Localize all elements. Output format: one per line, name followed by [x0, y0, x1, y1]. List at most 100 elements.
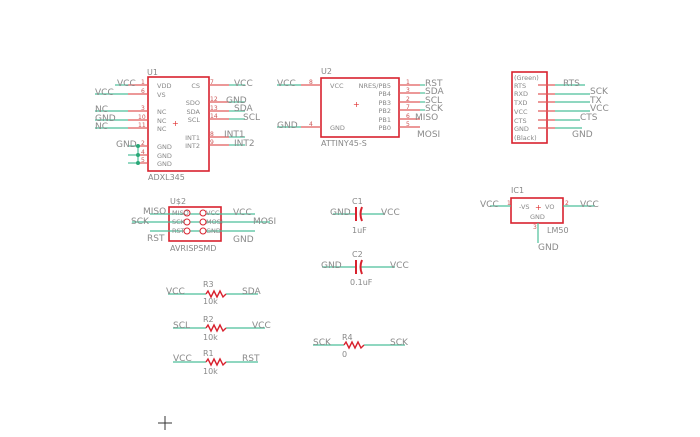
part-name: R1 — [203, 349, 214, 358]
resistor-r2[interactable]: R2 10k SCL VCC — [173, 315, 271, 342]
pin-name: VDD — [157, 82, 171, 90]
pin-number: 12 — [210, 96, 218, 103]
net-label: VCC — [252, 321, 271, 331]
net-label: RST — [242, 354, 260, 364]
header-pad-icons — [183, 209, 207, 235]
pin-number: 10 — [138, 114, 146, 121]
origin-mark-icon: + — [535, 203, 542, 212]
avrisp-header-part[interactable]: U$2 AVRISPSMD MISO SCK RST VCC MOSI GND … — [131, 197, 276, 253]
pin-name: CS — [191, 82, 200, 90]
net-label: SDA — [425, 87, 444, 97]
pin-number: 1 — [507, 200, 511, 207]
pin-number: 8 — [309, 79, 313, 86]
pin-name: MISO — [172, 209, 189, 217]
part-value: ATTINY45-S — [321, 139, 367, 148]
net-label: VCC — [480, 200, 499, 210]
ftdi-header-part[interactable]: (Green) (Black) RTS RXD TXD VCC CTS GND … — [511, 71, 609, 144]
part-name: R4 — [342, 333, 353, 342]
pin-number: 3 — [533, 224, 537, 231]
capacitor-c2[interactable]: C2 0.1uF GND VCC — [321, 250, 409, 287]
pin-name: NRES/PB5 — [359, 82, 391, 90]
pin-name: GND — [530, 213, 545, 221]
pin-name: NC — [157, 125, 167, 133]
pin-number: 4 — [309, 121, 313, 128]
pin-name: NC — [157, 108, 167, 116]
net-label: MOSI — [253, 217, 276, 227]
net-label: VCC — [117, 79, 136, 89]
pin-name: GND — [514, 125, 529, 133]
net-label: VCC — [580, 200, 599, 210]
net-label: INT2 — [234, 139, 255, 149]
net-label: GND — [538, 243, 559, 253]
net-label: SCL — [173, 321, 190, 331]
part-name: C1 — [352, 197, 363, 206]
part-value: 10k — [203, 367, 218, 376]
net-label: SCK — [590, 87, 609, 97]
part-name: C2 — [352, 250, 363, 259]
pin-number: 8 — [210, 131, 214, 138]
part-value: 0 — [342, 350, 347, 359]
net-label: GND — [277, 121, 298, 131]
resistor-r3[interactable]: R3 10k VCC SDA — [166, 280, 261, 306]
net-label: GND — [321, 261, 342, 271]
part-value: AVRISPSMD — [170, 244, 216, 253]
pin-number: 3 — [141, 105, 145, 112]
attiny45-part[interactable]: U2 ATTINY45-S 8 4 VCC GND VCC GND NRES/P… — [277, 67, 444, 148]
part-name: IC1 — [511, 186, 524, 195]
lm50-part[interactable]: IC1 LM50 -VS + VO GND 1 2 3 VCC VCC GND — [480, 186, 599, 253]
pin-name: RTS — [514, 82, 526, 90]
net-label: VCC — [95, 88, 114, 98]
net-label: GND — [572, 130, 593, 140]
net-label: SCK — [390, 338, 409, 348]
pin-name: INT2 — [185, 142, 200, 150]
pin-name: GND — [157, 143, 172, 151]
pin-name: SCK — [172, 218, 186, 226]
pin-name: PB1 — [378, 116, 391, 124]
part-value: 0.1uF — [350, 278, 373, 287]
pin-number: 14 — [210, 113, 218, 120]
pin-number: 3 — [406, 87, 410, 94]
pin-name: RST — [172, 227, 185, 235]
part-value: 10k — [203, 333, 218, 342]
net-label: NC — [95, 122, 108, 132]
net-label: VCC — [381, 208, 400, 218]
pin-name: MOSI — [206, 218, 223, 226]
net-label: INT1 — [224, 130, 245, 140]
pin-number: 6 — [141, 88, 145, 95]
net-label: SCK — [131, 217, 150, 227]
pin-name: PB3 — [378, 99, 391, 107]
net-label: VCC — [277, 79, 296, 89]
net-label: GND — [95, 114, 116, 124]
adxl345-part[interactable]: U1 ADXL345 VDD VS NC NC NC GND GND GND 1… — [95, 68, 260, 182]
pin-name: NC — [157, 117, 167, 125]
pin-number: 6 — [406, 113, 410, 120]
pin-name: SDO — [186, 99, 200, 107]
pin-name: GND — [157, 152, 172, 160]
net-label: SCK — [425, 104, 444, 114]
net-label: SDA — [234, 104, 253, 114]
pin-name: SDA — [187, 108, 201, 116]
origin-mark-icon: + — [172, 119, 179, 128]
pin-number: 2 — [141, 140, 145, 147]
pin-name: PB2 — [378, 107, 391, 115]
pin-number: 1 — [141, 79, 145, 86]
header-color-top: (Green) — [514, 74, 539, 82]
pin-number: 7 — [406, 104, 410, 111]
capacitor-c1[interactable]: C1 1uF GND VCC — [330, 197, 400, 235]
header-color-bottom: (Black) — [514, 134, 537, 142]
net-label: RST — [425, 79, 443, 89]
pin-number: 9 — [210, 139, 214, 146]
pin-name: VCC — [514, 108, 528, 116]
net-label: GND — [226, 96, 247, 106]
resistor-r4[interactable]: R4 0 SCK SCK — [313, 333, 409, 359]
origin-mark-icon: + — [353, 100, 360, 109]
pin-number: 2 — [406, 96, 410, 103]
net-label: SCL — [425, 96, 442, 106]
net-label: GND — [116, 140, 137, 150]
pin-name: CTS — [514, 117, 527, 125]
resistor-r1[interactable]: R1 10k VCC RST — [173, 349, 260, 376]
part-value: 1uF — [352, 226, 367, 235]
pin-number: 1 — [406, 79, 410, 86]
part-name: R2 — [203, 315, 214, 324]
